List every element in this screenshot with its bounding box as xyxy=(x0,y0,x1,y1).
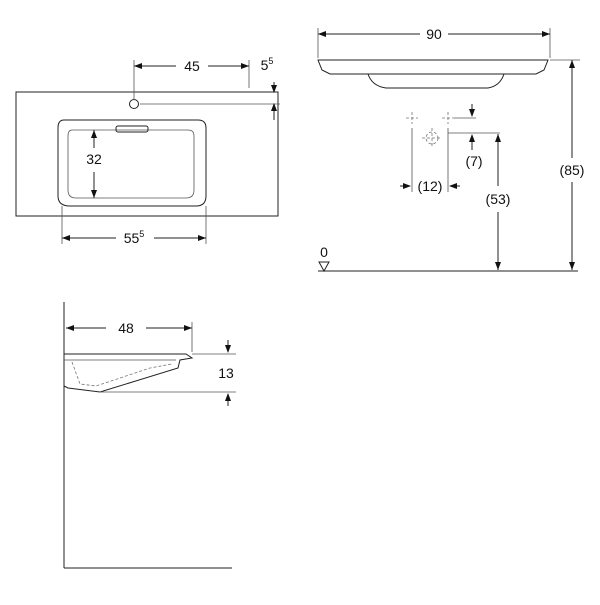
top-view: 45 55 32 555 xyxy=(15,56,280,246)
dim-48-label: 48 xyxy=(118,320,134,336)
bowl-width-label: 555 xyxy=(124,229,145,246)
arrowhead xyxy=(198,235,206,241)
dim-13-label: 13 xyxy=(218,365,234,381)
dimension-arrowheads xyxy=(62,31,575,331)
side-view-bowl-hidden xyxy=(71,361,173,387)
front-view-basin-top xyxy=(317,59,549,75)
arrowhead xyxy=(62,235,70,241)
dim-32-label: 32 xyxy=(86,151,102,167)
dim-45-label: 45 xyxy=(184,58,200,74)
floor-marker-icon xyxy=(318,261,330,273)
tap-offset-label: 55 xyxy=(261,56,274,73)
top-view-bowl-outer xyxy=(57,119,207,207)
side-view: 48 13 xyxy=(63,302,236,569)
arrowhead xyxy=(66,325,74,331)
front-view: 90 (85) 0 (7) (53) xyxy=(317,26,585,273)
top-view-countertop-outline xyxy=(15,91,279,217)
arrowhead xyxy=(184,325,192,331)
front-view-basin-bowl xyxy=(367,73,505,89)
arrowhead xyxy=(134,63,142,69)
arrowhead xyxy=(495,134,501,142)
arrowhead xyxy=(569,262,575,270)
dim-85-label: (85) xyxy=(560,162,585,178)
arrowhead xyxy=(91,190,97,198)
side-view-basin-profile xyxy=(63,353,194,393)
arrowhead xyxy=(318,31,326,37)
dim-53-label: (53) xyxy=(486,191,511,207)
dim-7-label: (7) xyxy=(465,153,482,169)
arrowhead xyxy=(495,262,501,270)
arrowhead xyxy=(91,130,97,138)
dim-90-label: 90 xyxy=(426,26,442,42)
arrowhead xyxy=(542,31,550,37)
drain-symbols xyxy=(406,112,454,148)
dim-12-label: (12) xyxy=(418,178,443,194)
floor-label: 0 xyxy=(320,244,328,260)
top-view-bowl-inner xyxy=(67,129,195,199)
overflow-slot xyxy=(115,125,149,133)
arrowhead xyxy=(241,63,249,69)
arrowhead xyxy=(569,60,575,68)
tap-hole-icon xyxy=(129,99,139,109)
